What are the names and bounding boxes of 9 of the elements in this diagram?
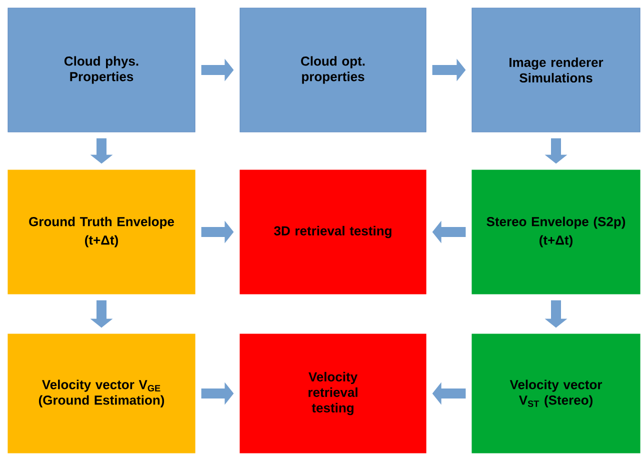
process-box: Stereo Envelope (S2p) (t+Δt) (472, 170, 640, 294)
process-box: Cloud phys. Properties (8, 8, 196, 132)
process-box: Cloud opt. properties (240, 8, 426, 132)
process-box: Image renderer Simulations (472, 8, 640, 132)
process-box: Velocity vector V$_{ST}$ (Stereo) (472, 334, 640, 454)
process-box: Velocity vector V$_{GE}$ (Ground Estimation) (8, 334, 196, 454)
testing-box: 3D retrieval testing (240, 170, 426, 294)
testing-box: Velocity retrieval testing (240, 334, 426, 454)
process-box: Ground Truth Envelope (t+Δt) (8, 170, 196, 294)
